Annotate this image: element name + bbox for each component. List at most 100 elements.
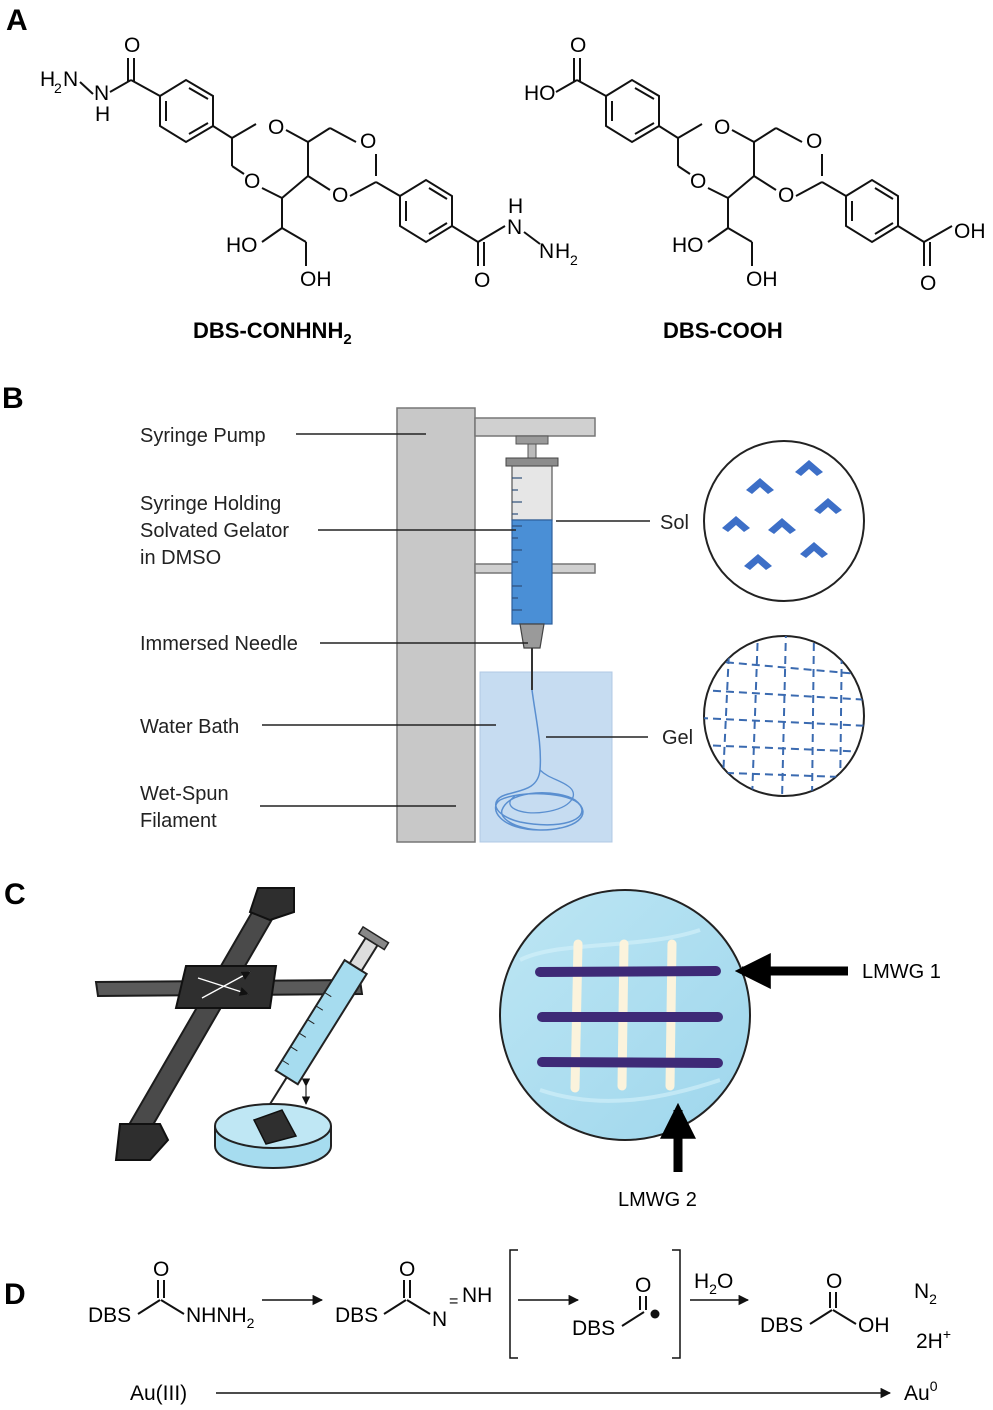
label-syringe-pump: Syringe Pump: [140, 425, 266, 447]
diazene-n1: N: [432, 1308, 447, 1331]
acyl-dbs: DBS: [572, 1317, 615, 1340]
label-water-bath: Water Bath: [140, 716, 239, 738]
atom-oh-left: OH: [300, 268, 332, 291]
gold-right-sup: 0: [930, 1378, 938, 1394]
label-wet-spun-1: Wet-Spun: [140, 783, 229, 805]
byproduct-n-sub: 2: [929, 1291, 937, 1307]
pump-top-arm: [474, 417, 596, 437]
atom-o-carbonyl-right: O: [474, 269, 490, 292]
atom-h2-sub-left: 2: [54, 80, 62, 96]
atom-o-ring-r4: O: [778, 184, 794, 207]
atom-n-left-2: N: [94, 82, 109, 105]
atom-h-right-2: H: [555, 240, 570, 263]
byproduct-h-sup: +: [943, 1326, 951, 1342]
atom-n-right-1: N: [507, 216, 522, 239]
acid-oh: OH: [858, 1314, 890, 1337]
atom-o-carbonyl-left: O: [124, 34, 140, 57]
atom-h2-sub-right: 2: [570, 252, 578, 268]
bracket-right: [672, 1249, 681, 1359]
rail-end-top: [248, 887, 295, 922]
atom-ho-acid-left: HO: [524, 82, 556, 105]
molecule-dbs-cooh: O HO O O O O HO OH: [524, 34, 986, 295]
acid-dbs: DBS: [760, 1314, 803, 1337]
label-lmwg2: LMWG 2: [618, 1189, 697, 1211]
atom-o-ring-2: O: [360, 130, 376, 153]
water-h: H: [694, 1270, 709, 1293]
printed-letter: [252, 1109, 298, 1145]
atom-o-ring-4: O: [332, 184, 348, 207]
reactant-group-main: NHNH: [186, 1304, 247, 1327]
y-rail: [124, 901, 284, 1131]
atom-o-ring-r2: O: [806, 130, 822, 153]
compound-name-left: DBS-CONHNH2: [193, 318, 352, 348]
diazene-nh: NH: [462, 1284, 492, 1307]
printed-gel-dish: LMWG 1 LMWG 2: [499, 889, 941, 1211]
diazene-eq: =: [449, 1293, 458, 1310]
panel-letter-c: C: [4, 878, 26, 911]
sol-chevrons: [722, 460, 842, 570]
water-label: H2O: [694, 1270, 733, 1297]
syringe-plunger-top: [515, 435, 549, 445]
label-syringe-holding-2: Solvated Gelator: [140, 520, 289, 542]
atom-n-left-1: N: [63, 68, 78, 91]
reaction-scheme: DBS O NHNH2 DBS O N = NH DBS O H2O DBS: [88, 1249, 951, 1405]
byproduct-n2: N2: [914, 1280, 937, 1307]
atom-h2-left: H: [40, 68, 55, 91]
syringe-graduations: [512, 477, 522, 611]
reactant-o: O: [153, 1258, 169, 1281]
syringe-pump-column: [396, 407, 476, 843]
atom-o-ring-r1: O: [714, 116, 730, 139]
syringe-plunger-rod: [527, 443, 537, 459]
atom-ho-right: HO: [672, 234, 704, 257]
atom-o-ring-1: O: [268, 116, 284, 139]
label-sol: Sol: [660, 512, 689, 534]
lmwg1-line-3: [537, 1057, 723, 1068]
gel-inset: [703, 635, 865, 797]
atom-oh-acid-right: OH: [954, 220, 986, 243]
water-o: O: [717, 1270, 733, 1293]
lmwg1-line-1: [535, 966, 721, 977]
label-lmwg1: LMWG 1: [862, 961, 941, 983]
gold-left: Au(III): [130, 1382, 187, 1405]
printer-illustration: [94, 887, 390, 1169]
byproduct-h: 2H: [916, 1330, 943, 1353]
gold-right: Au0: [904, 1378, 938, 1405]
panel-letter-b: B: [2, 382, 24, 415]
bracket-left: [509, 1249, 518, 1359]
syringe-barrel-sol: [511, 519, 553, 625]
byproduct-n: N: [914, 1280, 929, 1303]
compound-name-left-main: DBS-CONHNH: [193, 318, 343, 343]
label-syringe-holding-3: in DMSO: [140, 547, 221, 569]
diazene-o: O: [399, 1258, 415, 1281]
gold-right-main: Au: [904, 1382, 930, 1405]
acid-o: O: [826, 1270, 842, 1293]
atom-h-right: H: [508, 195, 523, 218]
label-syringe-holding-1: Syringe Holding: [140, 493, 281, 515]
byproduct-protons: 2H+: [916, 1326, 951, 1353]
atom-o-ring-r3: O: [690, 170, 706, 193]
reactant-group-sub: 2: [247, 1315, 255, 1331]
label-gel: Gel: [662, 727, 693, 749]
atom-n-right-2: N: [539, 240, 554, 263]
label-immersed-needle: Immersed Needle: [140, 633, 298, 655]
radical-dot: [650, 1309, 660, 1319]
syringe-tip: [519, 623, 545, 649]
gel-network: [704, 636, 864, 796]
atom-o-acid-left: O: [570, 34, 586, 57]
atom-oh-right: OH: [746, 268, 778, 291]
compound-name-right: DBS-COOH: [663, 318, 783, 343]
reactant-dbs: DBS: [88, 1304, 131, 1327]
label-wet-spun-2: Filament: [140, 810, 217, 832]
compound-name-left-sub: 2: [343, 331, 351, 348]
panel-letter-d: D: [4, 1278, 26, 1311]
printer-syringe: [267, 925, 390, 1107]
reactant-group: NHNH2: [186, 1304, 255, 1331]
diazene-dbs: DBS: [335, 1304, 378, 1327]
wet-spinning-schematic: Syringe Pump Syringe Holding Solvated Ge…: [140, 407, 865, 843]
wet-spun-filament: [494, 689, 584, 831]
panel-letter-a: A: [6, 4, 28, 37]
rail-end-bottom: [114, 1123, 170, 1161]
molecule-dbs-conhnh2: O H 2 N N H O O O O: [40, 34, 578, 292]
syringe-flange: [505, 457, 559, 467]
